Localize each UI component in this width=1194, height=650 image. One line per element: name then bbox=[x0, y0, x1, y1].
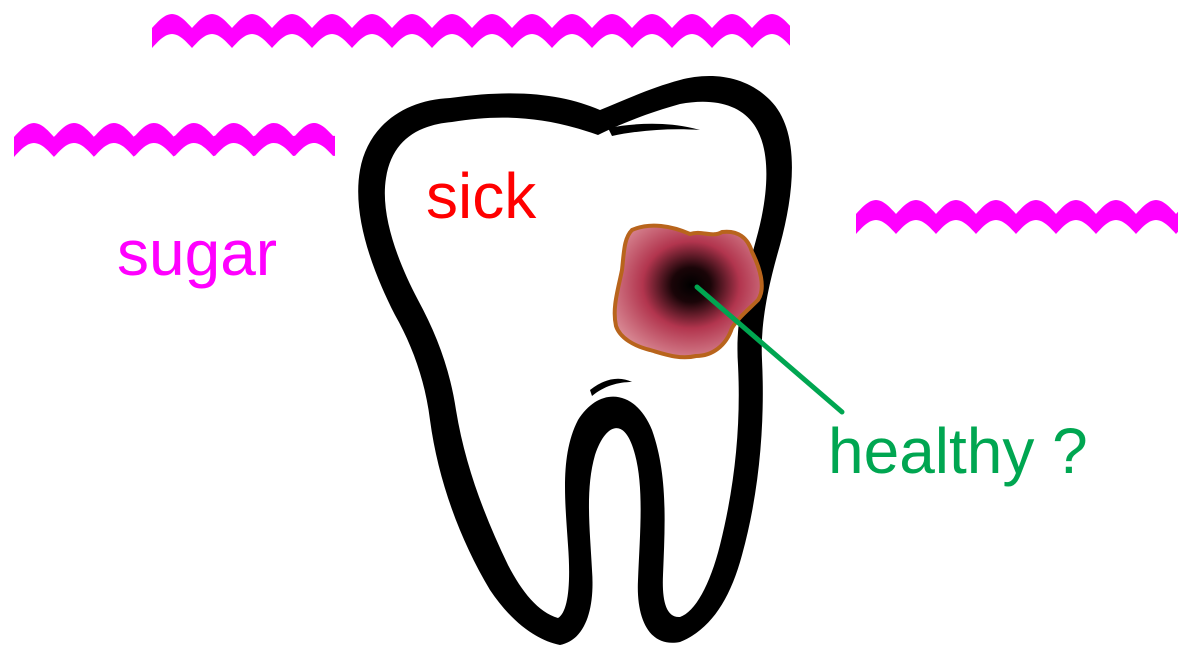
sugar-wave-row-right bbox=[856, 200, 1178, 234]
sugar-wave-row-left bbox=[14, 123, 335, 157]
tooth-inner-sweep-top bbox=[608, 124, 700, 136]
sugar-wave bbox=[14, 123, 335, 157]
sick-label: sick bbox=[426, 160, 537, 232]
sugar-label: sugar bbox=[117, 217, 277, 289]
tooth-icon bbox=[358, 76, 792, 645]
sugar-wave-row-top bbox=[152, 14, 790, 48]
sugar-wave bbox=[152, 14, 790, 48]
tooth-inner-sweep-mid bbox=[590, 379, 632, 396]
tooth-outline bbox=[358, 76, 792, 645]
sugar-wave bbox=[856, 200, 1178, 234]
healthy-label: healthy ? bbox=[828, 415, 1088, 487]
